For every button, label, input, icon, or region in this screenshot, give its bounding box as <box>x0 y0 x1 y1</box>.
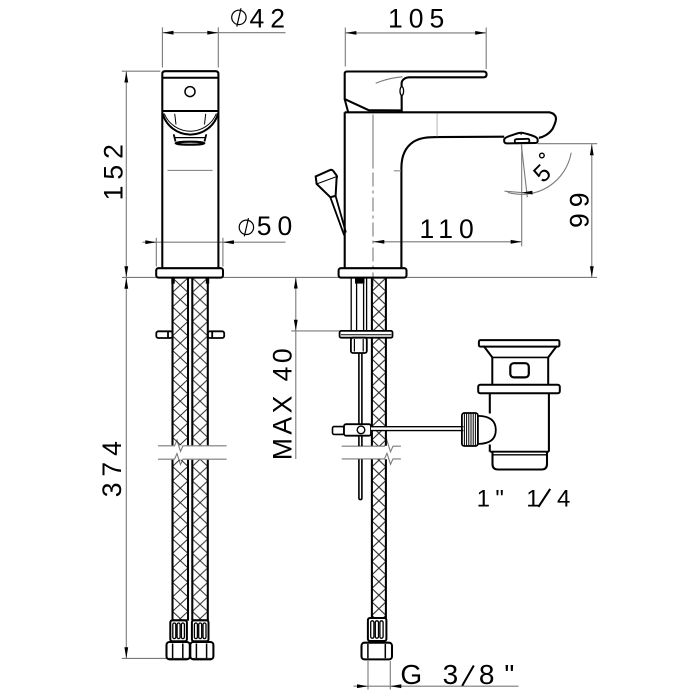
svg-text:99: 99 <box>565 187 595 228</box>
svg-text:42: 42 <box>250 3 291 33</box>
svg-text:110: 110 <box>420 214 480 244</box>
svg-text:152: 152 <box>98 138 128 200</box>
svg-text:374: 374 <box>97 435 127 497</box>
svg-text:MAX 40: MAX 40 <box>268 345 298 460</box>
svg-text:G38": G38" <box>400 659 514 690</box>
svg-text:1"14: 1"14 <box>477 486 571 513</box>
svg-text:50: 50 <box>257 211 298 241</box>
svg-text:105: 105 <box>388 3 450 33</box>
